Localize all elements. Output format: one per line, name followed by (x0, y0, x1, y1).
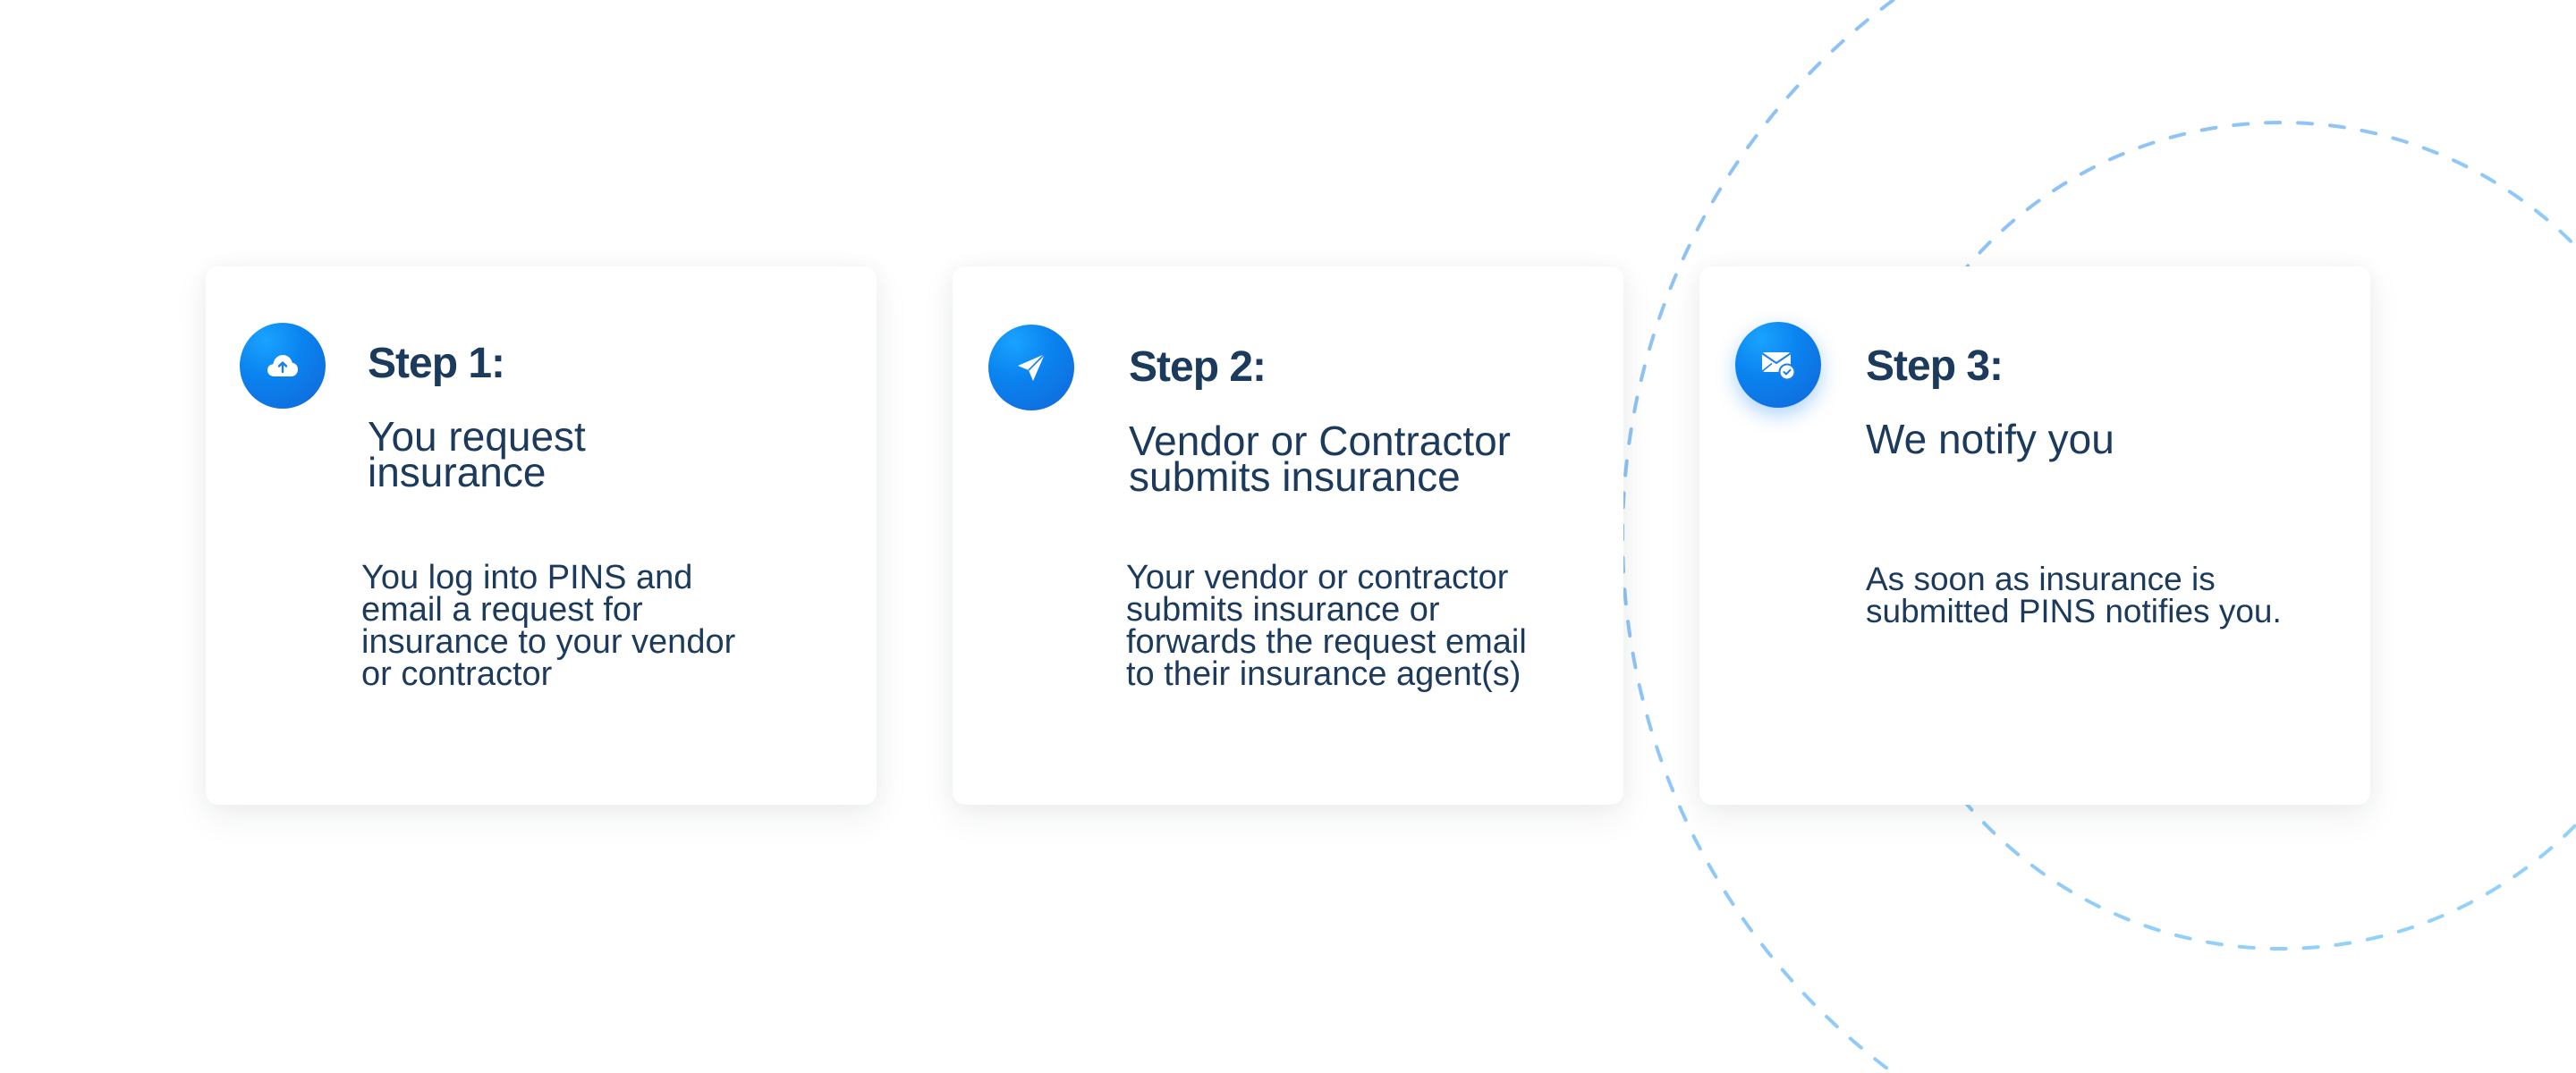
cloud-upload-icon (240, 323, 326, 409)
step-label: Step 3: (1866, 342, 2004, 390)
step-label: Step 1: (368, 340, 505, 387)
step-title: We notify you (1866, 416, 2114, 462)
step-title: You request insurance (368, 413, 586, 495)
step-label: Step 2: (1129, 343, 1267, 391)
step-card-1: Step 1: You request insurance You log in… (206, 266, 877, 805)
step-description: You log into PINS and email a request fo… (361, 559, 736, 693)
step-card-2: Step 2: Vendor or Contractor submits ins… (953, 266, 1623, 805)
paper-plane-icon (988, 325, 1074, 410)
mail-check-icon (1735, 322, 1821, 408)
step-description: As soon as insurance is submitted PINS n… (1866, 561, 2282, 629)
step-description: Your vendor or contractor submits insura… (1126, 559, 1527, 693)
step-card-3: Step 3: We notify you As soon as insuran… (1699, 266, 2370, 805)
step-title: Vendor or Contractor submits insurance (1129, 418, 1512, 500)
